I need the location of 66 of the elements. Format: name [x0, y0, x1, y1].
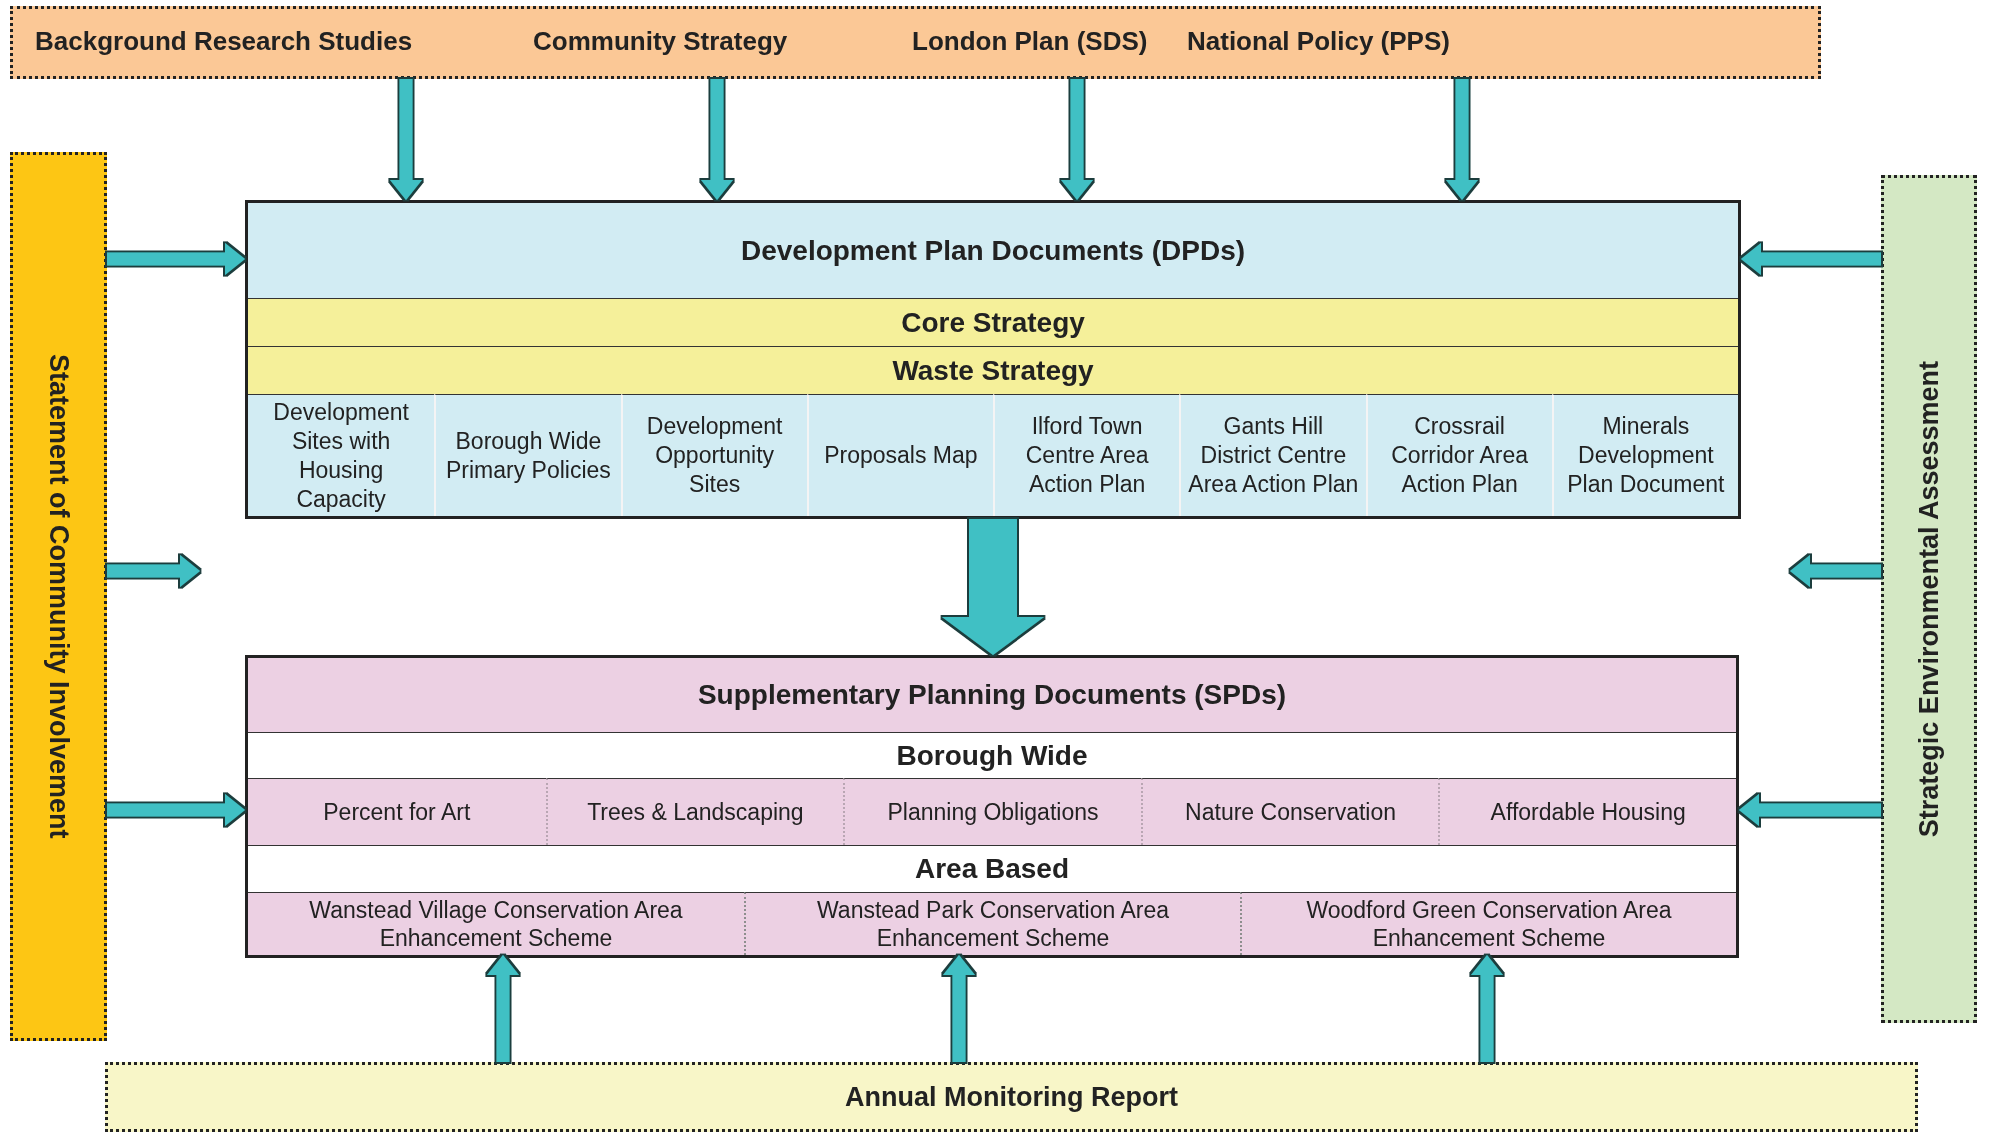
- document-name: Development Sites with Housing Capacity: [272, 397, 410, 514]
- document-name: Nature Conservation: [1185, 798, 1397, 826]
- document-tile: [806, 394, 993, 516]
- arrow: [701, 79, 733, 200]
- document-name: Crossrail Corridor Area Action Plan: [1390, 412, 1529, 499]
- document-tile: [1365, 394, 1552, 516]
- band-title: Statement of Community Involvement: [43, 354, 74, 839]
- document-tile: [1551, 394, 1738, 516]
- arrow: [487, 955, 519, 1062]
- arrow: [1790, 555, 1881, 587]
- report-band: [105, 1062, 1918, 1132]
- document-name: Trees & Landscaping: [587, 798, 804, 826]
- section-heading: Borough Wide: [896, 739, 1088, 772]
- section-heading: Area Based: [914, 853, 1070, 885]
- document-panel: [245, 655, 1739, 958]
- panel-title: Development Plan Documents (DPDs): [740, 234, 1246, 267]
- document-name: Minerals Development Plan Document: [1566, 412, 1726, 499]
- strategy-bar: [248, 346, 1738, 394]
- arrow: [1471, 955, 1503, 1062]
- document-name: Proposals Map: [824, 441, 978, 470]
- arrow: [390, 79, 422, 200]
- band-title: London Plan (SDS): [912, 26, 1148, 57]
- document-tile: [620, 394, 807, 516]
- document-name: Ilford Town Centre Area Action Plan: [1024, 412, 1150, 499]
- document-tile: [993, 394, 1180, 516]
- document-tile: [545, 778, 844, 845]
- document-tile: [843, 778, 1141, 845]
- large-arrow: [942, 519, 1044, 655]
- side-band: [10, 152, 107, 1041]
- document-tile: [1240, 892, 1736, 955]
- strategy-bar: [248, 298, 1738, 346]
- panel-title: Supplementary Planning Documents (SPDs): [697, 679, 1287, 711]
- document-name: Borough Wide Primary Policies: [444, 426, 612, 485]
- document-name: Percent for Art: [323, 798, 471, 826]
- side-band: [1881, 175, 1977, 1023]
- source-band: [10, 6, 1821, 79]
- document-tile: [1438, 778, 1736, 845]
- document-name: Planning Obligations: [887, 798, 1099, 826]
- arrow: [1741, 243, 1881, 275]
- arrow: [1739, 794, 1881, 826]
- band-title: Community Strategy: [533, 26, 788, 57]
- arrow: [107, 555, 200, 587]
- section-heading-bar: [248, 845, 1736, 892]
- band-title: Annual Monitoring Report: [845, 1081, 1178, 1113]
- band-title: Background Research Studies: [35, 26, 413, 57]
- arrow: [107, 243, 245, 275]
- document-name: Affordable Housing: [1490, 798, 1686, 826]
- arrow: [1061, 79, 1093, 200]
- strategy-title: Waste Strategy: [892, 354, 1094, 387]
- arrow: [107, 794, 245, 826]
- document-name: Woodford Green Conservation Area Enhancement Scheme: [1305, 896, 1673, 952]
- arrow: [943, 955, 975, 1062]
- section-heading-bar: [248, 732, 1736, 778]
- document-tile: [744, 892, 1240, 955]
- document-name: Gants Hill District Centre Area Action Plan: [1187, 412, 1360, 499]
- document-tile: [434, 394, 621, 516]
- strategy-title: Core Strategy: [901, 306, 1085, 339]
- document-name: Wanstead Village Conservation Area Enhancement Scheme: [308, 896, 684, 952]
- document-name: Development Opportunity Sites: [645, 412, 784, 499]
- band-title: Strategic Environmental Assessment: [1913, 360, 1945, 838]
- document-name: Wanstead Park Conservation Area Enhancement Scheme: [816, 896, 1170, 952]
- arrow: [1446, 79, 1478, 200]
- document-tile: [1140, 778, 1439, 845]
- band-title: National Policy (PPS): [1187, 26, 1450, 57]
- document-panel: [245, 200, 1741, 519]
- document-tile: [1179, 394, 1366, 516]
